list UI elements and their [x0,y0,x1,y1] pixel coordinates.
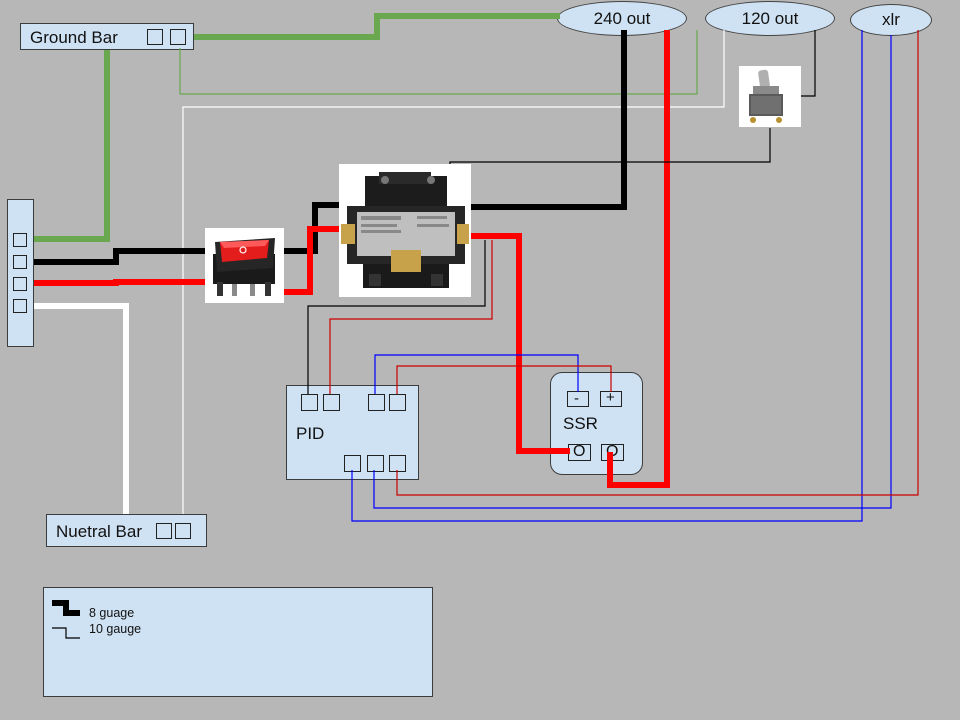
contactor-icon [341,172,469,288]
toggle-switch-icon [749,69,783,123]
legend-10-gauge-swatch [52,627,80,639]
power-inlet-block[interactable] [7,199,34,347]
outlet-120[interactable]: 120 out [705,1,835,36]
pid-xlr-red [396,30,919,496]
pid-controller[interactable]: PID [286,385,419,480]
rocker-switch-photo[interactable] [205,228,284,303]
black-hot-wire-8g [34,248,206,265]
ground-bar-terminal-2[interactable] [170,29,186,45]
outlet-240-label: 240 out [593,8,651,28]
pid-terminal-top-1[interactable] [301,394,318,411]
pid-terminal-bottom-1[interactable] [344,455,361,472]
legend-box: 8 guage 10 gauge [43,587,433,697]
neutral-wire-8g [34,303,129,514]
legend-8-gauge-swatch [52,600,80,616]
pid-terminal-bottom-2[interactable] [367,455,384,472]
power-inlet-terminal-ground[interactable] [13,233,27,247]
pid-label: PID [296,424,325,443]
neutral-bar-terminal-1[interactable] [156,523,172,539]
ssr-plus-label: + [606,389,615,406]
legend-swatch-icons [52,600,80,639]
legend-8-gauge-label: 8 guage [89,606,135,620]
ssr-minus-label: - [574,390,579,407]
red-hot-wire-8g [34,279,206,286]
ssr-output-2-label: O [606,443,619,460]
pid-terminal-top-2[interactable] [323,394,340,411]
ground-bar-terminal-1[interactable] [147,29,163,45]
legend-10-gauge-label: 10 gauge [89,622,142,636]
power-inlet-terminal-red[interactable] [13,277,27,291]
ground-bar-label: Ground Bar [30,28,118,47]
ssr-output-1-label: O [573,443,586,460]
xlr-connector[interactable]: xlr [850,4,932,36]
rocker-switch-icon [213,238,275,296]
pid-terminal-bottom-3[interactable] [389,455,406,472]
neutral-bar-terminal-2[interactable] [175,523,191,539]
pid-terminal-top-3[interactable] [368,394,385,411]
black-hot-wire-8g-c [458,30,627,210]
ssr-label: SSR [563,414,598,433]
ground-wire-8g-out [194,13,560,40]
outlet-120-label: 120 out [741,8,799,28]
pid-terminal-top-4[interactable] [389,394,406,411]
toggle-switch-photo[interactable] [739,66,801,127]
coil-wire-black-b [449,128,771,180]
ssr-relay[interactable]: - + SSR O O [550,372,643,475]
neutral-bar-label: Nuetral Bar [56,522,142,541]
contactor-photo[interactable] [339,164,471,297]
power-inlet-terminal-white[interactable] [13,299,27,313]
ground-wire-10g [179,30,698,95]
ground-wire-8g [34,50,110,242]
neutral-bar[interactable]: Nuetral Bar [46,514,207,547]
outlet-240[interactable]: 240 out [557,1,687,36]
power-inlet-terminal-black[interactable] [13,255,27,269]
xlr-label: xlr [882,10,900,29]
ground-bar[interactable]: Ground Bar [20,23,194,50]
